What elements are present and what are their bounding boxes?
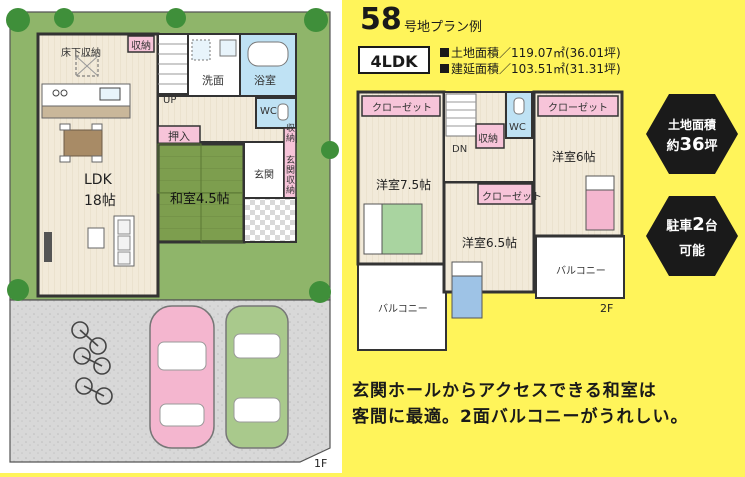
genkan-label: 玄関 bbox=[254, 170, 274, 181]
wc-room bbox=[255, 97, 297, 129]
parking-badge-line2: 可能 bbox=[678, 244, 705, 259]
trees bbox=[6, 8, 339, 303]
up-label: UP bbox=[163, 95, 177, 106]
parking-badge: 駐車2台 可能 bbox=[646, 196, 738, 276]
bath-label: 浴室 bbox=[254, 74, 276, 87]
balcony-left bbox=[357, 263, 447, 351]
floor-area-text: 建延面積／103.51㎡(31.31坪) bbox=[451, 62, 621, 76]
ldk-room bbox=[36, 32, 160, 298]
floor1-panel: 床下収納 収納 洗面 浴室 WC UP 押入 収納 玄関 玄関収納 LDK 18… bbox=[0, 0, 342, 473]
dn-label: DN bbox=[452, 144, 468, 155]
wc-label: WC bbox=[260, 106, 277, 117]
floor2-plan bbox=[356, 90, 625, 351]
floor2-label: 2F bbox=[600, 302, 614, 315]
ldk-name: LDK bbox=[84, 172, 112, 188]
land-area-line: 土地面積／119.07㎡(36.01坪) bbox=[440, 44, 621, 61]
caption-line2: 客間に最適。2面バルコニーがうれしい。 bbox=[352, 407, 689, 427]
room6-label: 洋室6帖 bbox=[552, 150, 596, 164]
tv bbox=[44, 232, 52, 262]
land-area-badge: 土地面積 約36坪 bbox=[646, 94, 738, 174]
floor1-plan bbox=[6, 8, 339, 463]
land-area-text: 土地面積／119.07㎡(36.01坪) bbox=[451, 46, 621, 60]
bullet-icon bbox=[440, 64, 449, 73]
caption-line1: 玄関ホールからアクセスできる和室は bbox=[352, 381, 657, 401]
land-badge-line1: 土地面積 bbox=[667, 118, 716, 132]
genkan-storage-label: 玄関収納 bbox=[286, 156, 296, 196]
car-pink bbox=[149, 305, 215, 449]
plan-subtitle: 号地プラン例 bbox=[404, 20, 483, 35]
closet-left-label: クローゼット bbox=[372, 103, 432, 114]
oshiire-label: 押入 bbox=[168, 130, 190, 143]
washitsu-label: 和室4.5帖 bbox=[170, 192, 230, 207]
balcony-left-label: バルコニー bbox=[378, 304, 428, 315]
room65-label: 洋室6.5帖 bbox=[462, 236, 518, 250]
car-green bbox=[225, 305, 289, 449]
floor-area-line: 建延面積／103.51㎡(31.31坪) bbox=[440, 60, 621, 77]
wc-2f-label: WC bbox=[509, 122, 526, 133]
bullet-icon bbox=[440, 48, 449, 57]
storage-2f-label: 収納 bbox=[478, 134, 498, 145]
storage-label: 収納 bbox=[131, 41, 151, 52]
bicycles bbox=[71, 321, 113, 405]
ldk-size: 18帖 bbox=[84, 193, 116, 209]
closet-right-label: クローゼット bbox=[548, 103, 608, 114]
parking-badge-line1: 駐車2台 bbox=[666, 214, 718, 235]
dining-table bbox=[63, 129, 103, 157]
layout-type-box: 4LDK bbox=[358, 46, 430, 74]
floor1-label: 1F bbox=[314, 457, 328, 470]
floor2-panel: クローゼット クローゼット 収納 WC DN クローゼット 洋室7.5帖 洋室6… bbox=[354, 86, 644, 366]
storage2-label: 収納 bbox=[286, 124, 296, 144]
closet-center-label: クローゼット bbox=[482, 192, 542, 203]
room75-label: 洋室7.5帖 bbox=[376, 178, 432, 192]
land-badge-line2: 約36坪 bbox=[666, 134, 718, 155]
plan-number: 58 bbox=[360, 2, 402, 37]
underfloor-label: 床下収納 bbox=[61, 48, 101, 59]
washroom-label: 洗面 bbox=[202, 74, 224, 87]
balcony-right-label: バルコニー bbox=[556, 266, 606, 277]
